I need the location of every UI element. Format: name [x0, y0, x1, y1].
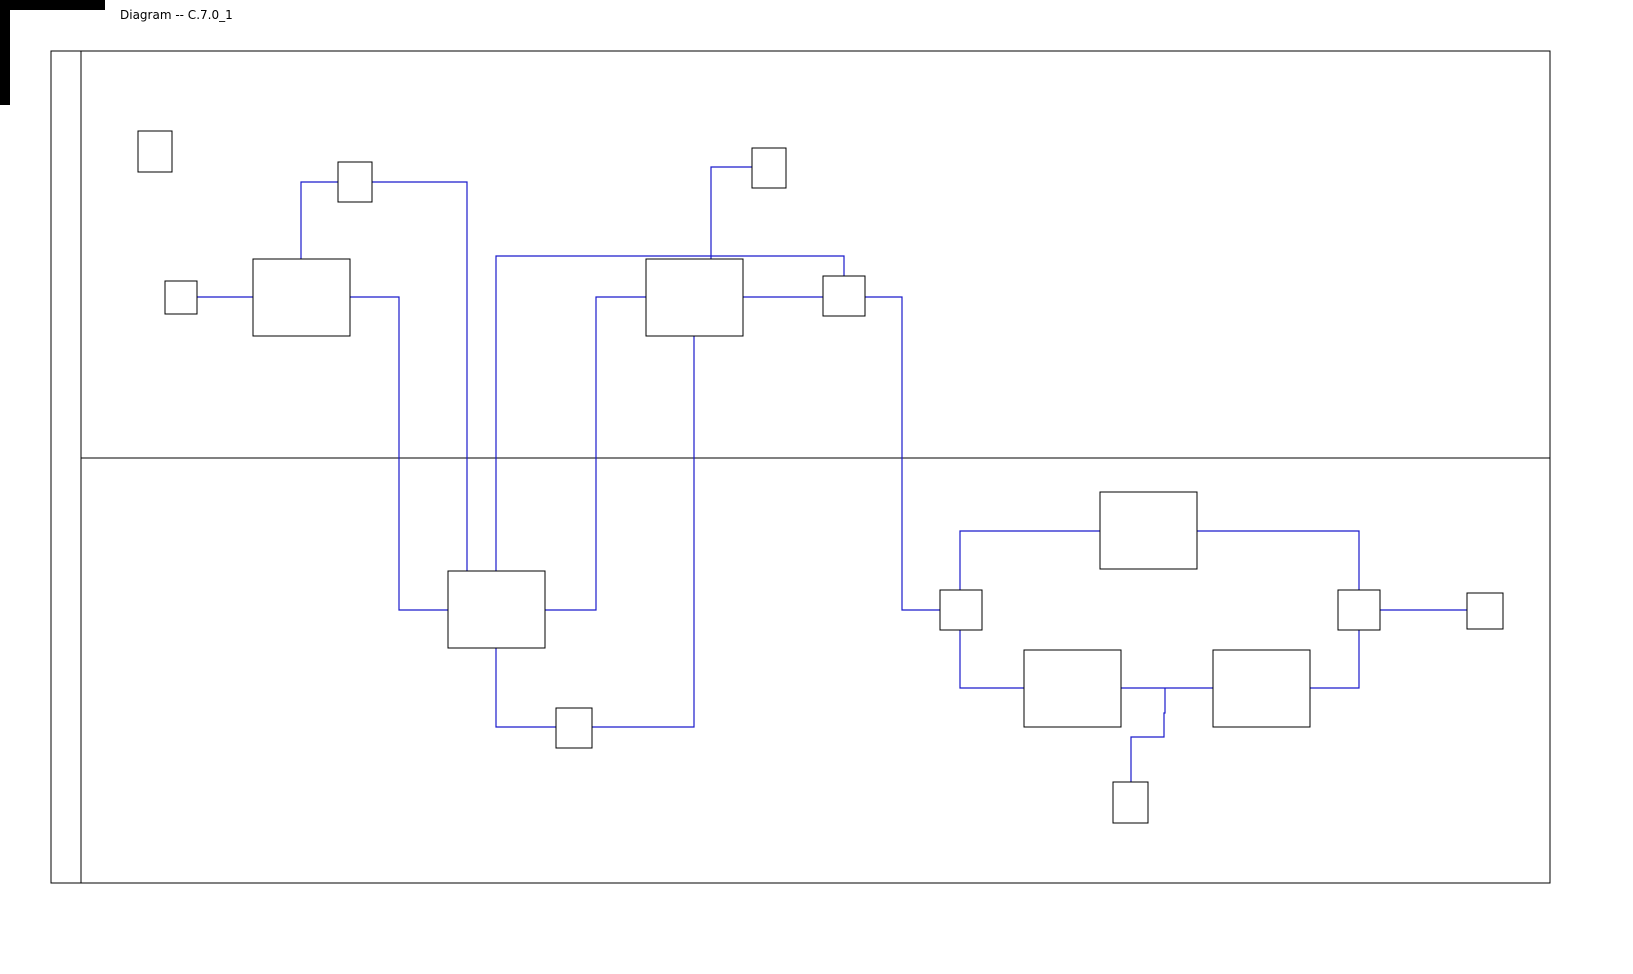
connector[interactable]	[959, 530, 1100, 590]
connector[interactable]	[300, 181, 338, 259]
node-14[interactable]	[1023, 649, 1122, 728]
node-12[interactable]	[1337, 589, 1381, 631]
node-9[interactable]	[555, 707, 593, 749]
window-title: Diagram -- C.7.0_1	[120, 8, 233, 22]
corner-bar-vertical	[0, 0, 10, 105]
corner-bar-horizontal	[0, 0, 105, 10]
node-13[interactable]	[1466, 592, 1504, 630]
connector[interactable]	[865, 296, 940, 611]
connector[interactable]	[1197, 530, 1360, 590]
node-3[interactable]	[751, 147, 787, 189]
connector[interactable]	[959, 630, 1024, 689]
node-10[interactable]	[1099, 491, 1198, 570]
node-11[interactable]	[939, 589, 983, 631]
pool-border	[50, 50, 1551, 884]
node-15[interactable]	[1212, 649, 1311, 728]
node-8[interactable]	[447, 570, 546, 649]
connector[interactable]	[592, 336, 695, 728]
connectors	[197, 166, 1467, 782]
connector[interactable]	[710, 166, 752, 259]
corner-mark	[0, 0, 105, 105]
node-6[interactable]	[645, 258, 744, 337]
connector[interactable]	[545, 296, 646, 611]
connector[interactable]	[495, 255, 845, 571]
node-2[interactable]	[337, 161, 373, 203]
pool-frame	[50, 50, 1551, 884]
node-4[interactable]	[164, 280, 198, 315]
nodes	[137, 130, 1504, 824]
connector[interactable]	[1130, 688, 1166, 782]
node-16[interactable]	[1112, 781, 1149, 824]
node-1[interactable]	[137, 130, 173, 173]
connector[interactable]	[372, 181, 468, 571]
connector[interactable]	[350, 296, 448, 611]
node-5[interactable]	[252, 258, 351, 337]
connector[interactable]	[495, 648, 556, 728]
node-7[interactable]	[822, 275, 866, 317]
